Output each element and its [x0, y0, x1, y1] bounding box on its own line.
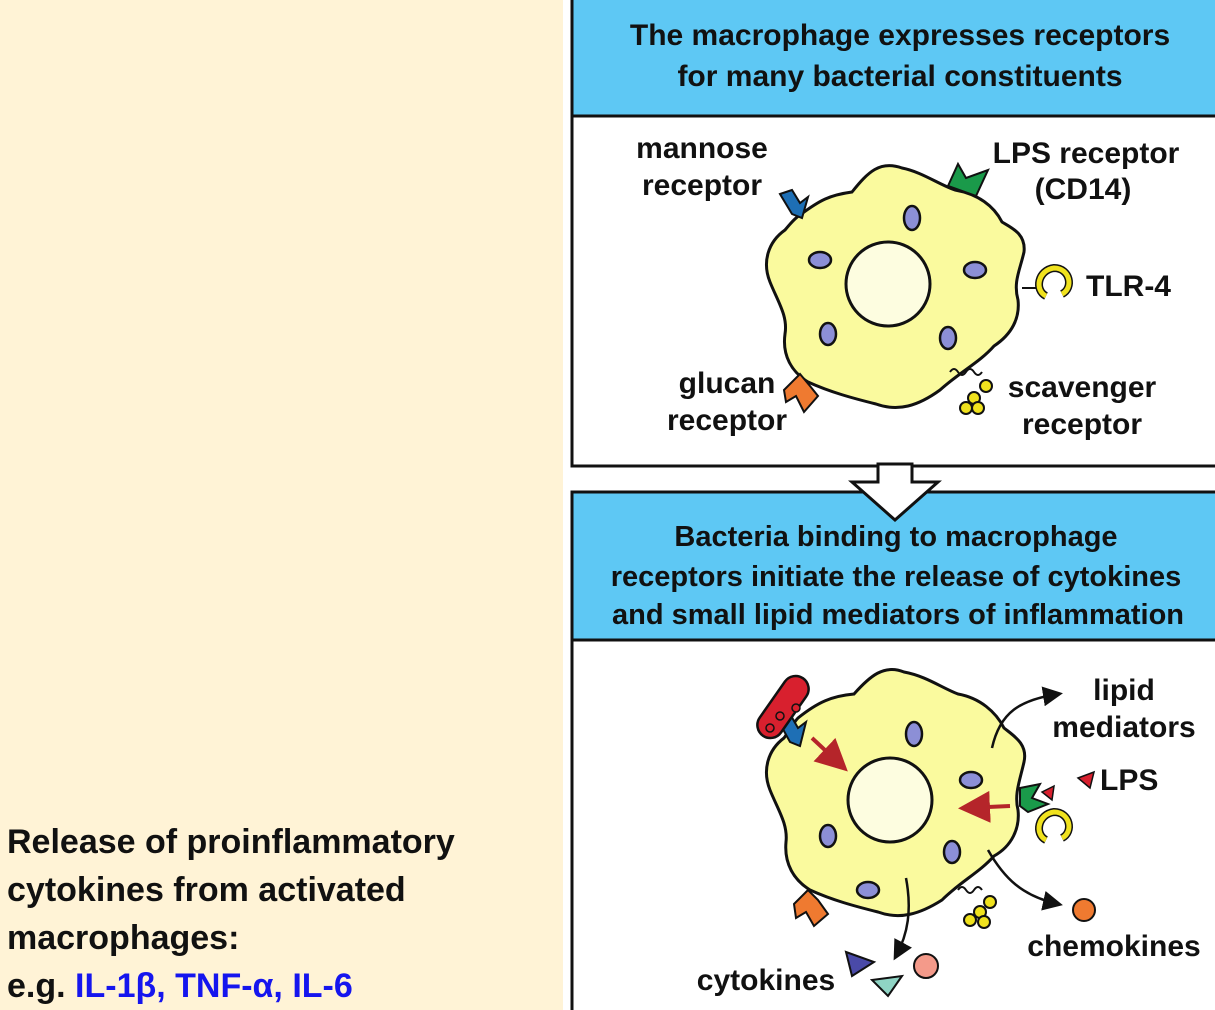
glucan-receptor-icon [792, 888, 830, 928]
lps-label: LPS [1100, 764, 1158, 797]
mannose-label-1: mannose [636, 132, 768, 165]
nucleus [846, 756, 934, 844]
glucan-label-1: glucan [679, 367, 776, 400]
scavenger-receptor-icon [959, 379, 993, 415]
tlr4-label: TLR-4 [1086, 270, 1171, 303]
granule [938, 325, 958, 351]
cytokine-icon [844, 950, 877, 978]
scavenger-coil [949, 368, 983, 376]
chemokines-label: chemokines [1027, 930, 1200, 963]
panel-2: Bacteria binding to macrophage receptors… [570, 490, 1215, 1010]
caption-cytokine-list: IL-1β, TNF-α, IL-6 [75, 967, 353, 1005]
chemokine-arrow [986, 849, 1063, 911]
glucan-label-2: receptor [667, 404, 787, 437]
flow-arrow [848, 462, 942, 523]
panel-2-header-line-1: Bacteria binding to macrophage [674, 521, 1117, 553]
tlr4-receptor-icon-fill [1036, 809, 1072, 843]
cytokine-icon [869, 974, 905, 998]
panel-2-header-line-2: receptors initiate the release of cytoki… [611, 561, 1182, 593]
granule [855, 880, 881, 900]
caption-line-1: Release of proinflammatory [7, 823, 455, 861]
scavenger-label-2: receptor [1022, 408, 1142, 441]
tlr4-receptor-icon-fill [1036, 265, 1072, 299]
panel-2-header-line-3: and small lipid mediators of inflammatio… [612, 599, 1184, 631]
lps-receptor-icon [1019, 782, 1051, 814]
granules [807, 204, 988, 351]
bound-lps-icon [1040, 784, 1055, 802]
bacterium-icon [756, 674, 810, 740]
caption-line-4: e.g. IL-1β, TNF-α, IL-6 [7, 962, 557, 1010]
granule [904, 720, 924, 748]
lipid-mediator-arrow [990, 686, 1063, 749]
scavenger-receptor-icon [963, 895, 997, 929]
caption-eg: e.g. [7, 967, 76, 1005]
granule [818, 823, 838, 849]
scavenger-label-1: scavenger [1008, 371, 1157, 404]
panel-1-header [570, 0, 1215, 118]
granule [958, 770, 984, 790]
free-lps-icon [1076, 770, 1096, 790]
left-panel [0, 0, 563, 1010]
scavenger-coil [957, 886, 983, 894]
caption-line-2: cytokines from activated [7, 871, 406, 909]
panel-1-header-line-1: The macrophage expresses receptors [630, 19, 1170, 52]
granule [942, 839, 962, 865]
mannose-receptor-icon [778, 188, 810, 220]
lps-receptor-label-2: (CD14) [1035, 173, 1132, 206]
chemokine-icon [1072, 898, 1096, 922]
lps-receptor-icon [946, 161, 990, 198]
nucleus [844, 240, 932, 328]
signal-arrow [958, 790, 1011, 823]
cytokine-icon [913, 953, 939, 979]
lps-receptor-label-1: LPS receptor [993, 137, 1180, 170]
lipid-label-2: mediators [1052, 711, 1195, 744]
granules [818, 720, 984, 900]
bacterium-dots [765, 703, 801, 733]
cytokines-label: cytokines [697, 964, 835, 997]
glucan-receptor-icon [782, 372, 820, 414]
granule [807, 250, 833, 270]
panel-1-header-line-2: for many bacterial constituents [677, 60, 1122, 93]
caption-line-3: macrophages: [7, 919, 240, 957]
granule [902, 204, 922, 232]
cytokine-arrow [893, 877, 912, 961]
granule [818, 321, 838, 347]
lipid-label-1: lipid [1093, 674, 1155, 707]
caption: Release of proinflammatory cytokines fro… [7, 818, 557, 1010]
granule [962, 260, 988, 280]
mannose-label-2: receptor [642, 169, 762, 202]
panel-1: The macrophage expresses receptors for m… [570, 0, 1215, 468]
signal-arrow [810, 736, 848, 772]
